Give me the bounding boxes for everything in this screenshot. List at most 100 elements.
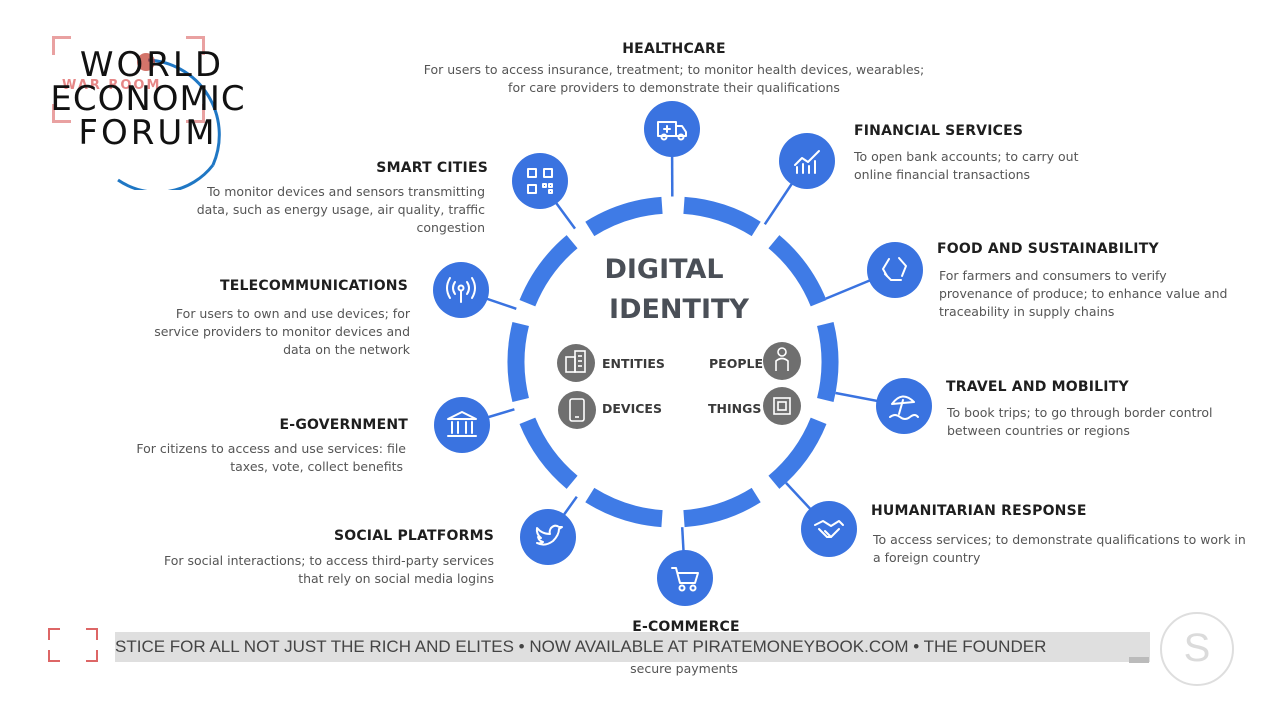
inner-devices: DEVICES — [558, 391, 662, 429]
smartcities-desc-3: congestion — [416, 220, 485, 235]
wef-logo: WAR ROOM WORLD ECONOMIC FORUM — [28, 36, 268, 190]
outer-node-financial — [779, 133, 835, 189]
financial-desc-2: online financial transactions — [854, 167, 1031, 182]
ring-segment — [768, 235, 827, 307]
egov-desc-2: taxes, vote, collect benefits — [230, 459, 403, 474]
ticker-corner-tr — [86, 628, 98, 640]
outer-node-circle — [512, 153, 568, 209]
wef-line1: WORLD — [79, 45, 225, 85]
ring-segment — [683, 196, 761, 237]
ecommerce-title: E-COMMERCE — [632, 619, 740, 635]
inner-things: THINGS — [708, 387, 801, 425]
outer-node-humanitarian — [801, 501, 857, 557]
food-desc-1: For farmers and consumers to verify — [939, 268, 1167, 283]
buildings-icon — [565, 350, 586, 373]
channel-logo-mark: S — [1183, 626, 1211, 670]
ring-segment — [585, 487, 663, 528]
smartcities-desc-1: To monitor devices and sensors transmitt… — [207, 184, 485, 199]
telecom-title: TELECOMMUNICATIONS — [219, 278, 408, 294]
ticker-corner-br — [86, 650, 98, 662]
ring-segment — [519, 235, 578, 307]
travel-desc-2: between countries or regions — [947, 423, 1130, 438]
telecom-desc-3: data on the network — [283, 342, 410, 357]
outer-node-circle — [801, 501, 857, 557]
ring-segment — [683, 487, 761, 528]
qr-code-icon — [527, 168, 553, 194]
inner-entities: ENTITIES — [557, 344, 665, 382]
outer-node-smartcities — [512, 153, 568, 209]
ambulance-icon — [657, 121, 687, 141]
recycle-icon — [882, 257, 907, 281]
outer-node-ecommerce — [657, 550, 713, 606]
social-desc-2: that rely on social media logins — [298, 571, 494, 586]
ecommerce-desc-2: secure payments — [630, 661, 738, 676]
ticker-corner-bl — [48, 650, 60, 662]
outer-node-food — [867, 242, 923, 298]
egov-title: E-GOVERNMENT — [279, 417, 408, 433]
food-desc-2: provenance of produce; to enhance value … — [939, 286, 1228, 301]
bar-chart-icon — [794, 150, 820, 174]
smartcities-desc-2: data, such as energy usage, air quality,… — [196, 202, 485, 217]
wef-arc-icon — [117, 53, 221, 190]
outer-node-healthcare — [644, 101, 700, 157]
news-ticker: STICE FOR ALL NOT JUST THE RICH AND ELIT… — [115, 632, 1150, 662]
social-desc-1: For social interactions; to access third… — [164, 553, 494, 568]
government-building-icon — [447, 411, 477, 437]
outer-node-circle — [657, 550, 713, 606]
humanitarian-desc-1: To access services; to demonstrate quali… — [873, 532, 1246, 547]
healthcare-title: HEALTHCARE — [622, 41, 726, 57]
humanitarian-desc-2: a foreign country — [873, 550, 981, 565]
shopping-cart-icon — [671, 567, 699, 592]
healthcare-desc-2: for care providers to demonstrate their … — [508, 80, 840, 95]
food-title: FOOD AND SUSTAINABILITY — [937, 241, 1159, 257]
financial-desc-1: To open bank accounts; to carry out — [854, 149, 1079, 164]
outer-node-circle — [876, 378, 932, 434]
center-title-line1: DIGITAL — [604, 254, 723, 285]
antenna-icon — [446, 277, 476, 303]
outer-node-circle — [520, 509, 576, 565]
financial-title: FINANCIAL SERVICES — [854, 123, 1024, 139]
person-icon — [775, 347, 789, 371]
chip-icon — [773, 397, 791, 415]
ring-segment — [519, 417, 578, 489]
travel-desc-1: To book trips; to go through border cont… — [947, 405, 1213, 420]
inner-label-people: PEOPLE — [709, 356, 763, 371]
inner-label-things: THINGS — [708, 401, 761, 416]
wef-line2: ECONOMIC — [50, 79, 246, 119]
social-title: SOCIAL PLATFORMS — [333, 528, 494, 544]
outer-node-social — [520, 509, 576, 565]
humanitarian-title: HUMANITARIAN RESPONSE — [871, 503, 1087, 519]
center-title-line2: IDENTITY — [609, 294, 749, 325]
ticker-corner-tl — [48, 628, 60, 640]
telecom-desc-1: For users to own and use devices; for — [175, 306, 410, 321]
outer-node-travel — [876, 378, 932, 434]
outer-node-circle — [644, 101, 700, 157]
inner-label-entities: ENTITIES — [602, 356, 665, 371]
egov-desc-1: For citizens to access and use services:… — [136, 441, 406, 456]
bird-icon — [535, 524, 563, 546]
healthcare-desc-1: For users to access insurance, treatment… — [423, 62, 925, 77]
outer-node-egov — [434, 397, 490, 453]
inner-label-devices: DEVICES — [602, 401, 662, 416]
ring-segment — [585, 196, 663, 237]
inner-people: PEOPLE — [709, 342, 801, 380]
channel-logo: S — [1160, 612, 1234, 686]
ring-segment — [817, 321, 839, 403]
outer-node-circle — [867, 242, 923, 298]
ticker-bar — [1129, 657, 1149, 663]
beach-umbrella-icon — [889, 395, 919, 420]
war-room-overlay: WAR ROOM — [62, 78, 162, 93]
outer-node-circle — [434, 397, 490, 453]
outer-node-telecom — [433, 262, 489, 318]
ticker-text: STICE FOR ALL NOT JUST THE RICH AND ELIT… — [115, 637, 1047, 656]
smartphone-icon — [569, 398, 585, 422]
smartcities-title: SMART CITIES — [376, 160, 488, 176]
ring-segment — [507, 321, 529, 403]
travel-title: TRAVEL AND MOBILITY — [946, 379, 1129, 395]
ring-segment — [768, 417, 827, 489]
food-desc-3: traceability in supply chains — [939, 304, 1115, 319]
handshake-icon — [814, 520, 844, 538]
telecom-desc-2: service providers to monitor devices and — [154, 324, 410, 339]
wef-line3: FORUM — [78, 113, 218, 153]
